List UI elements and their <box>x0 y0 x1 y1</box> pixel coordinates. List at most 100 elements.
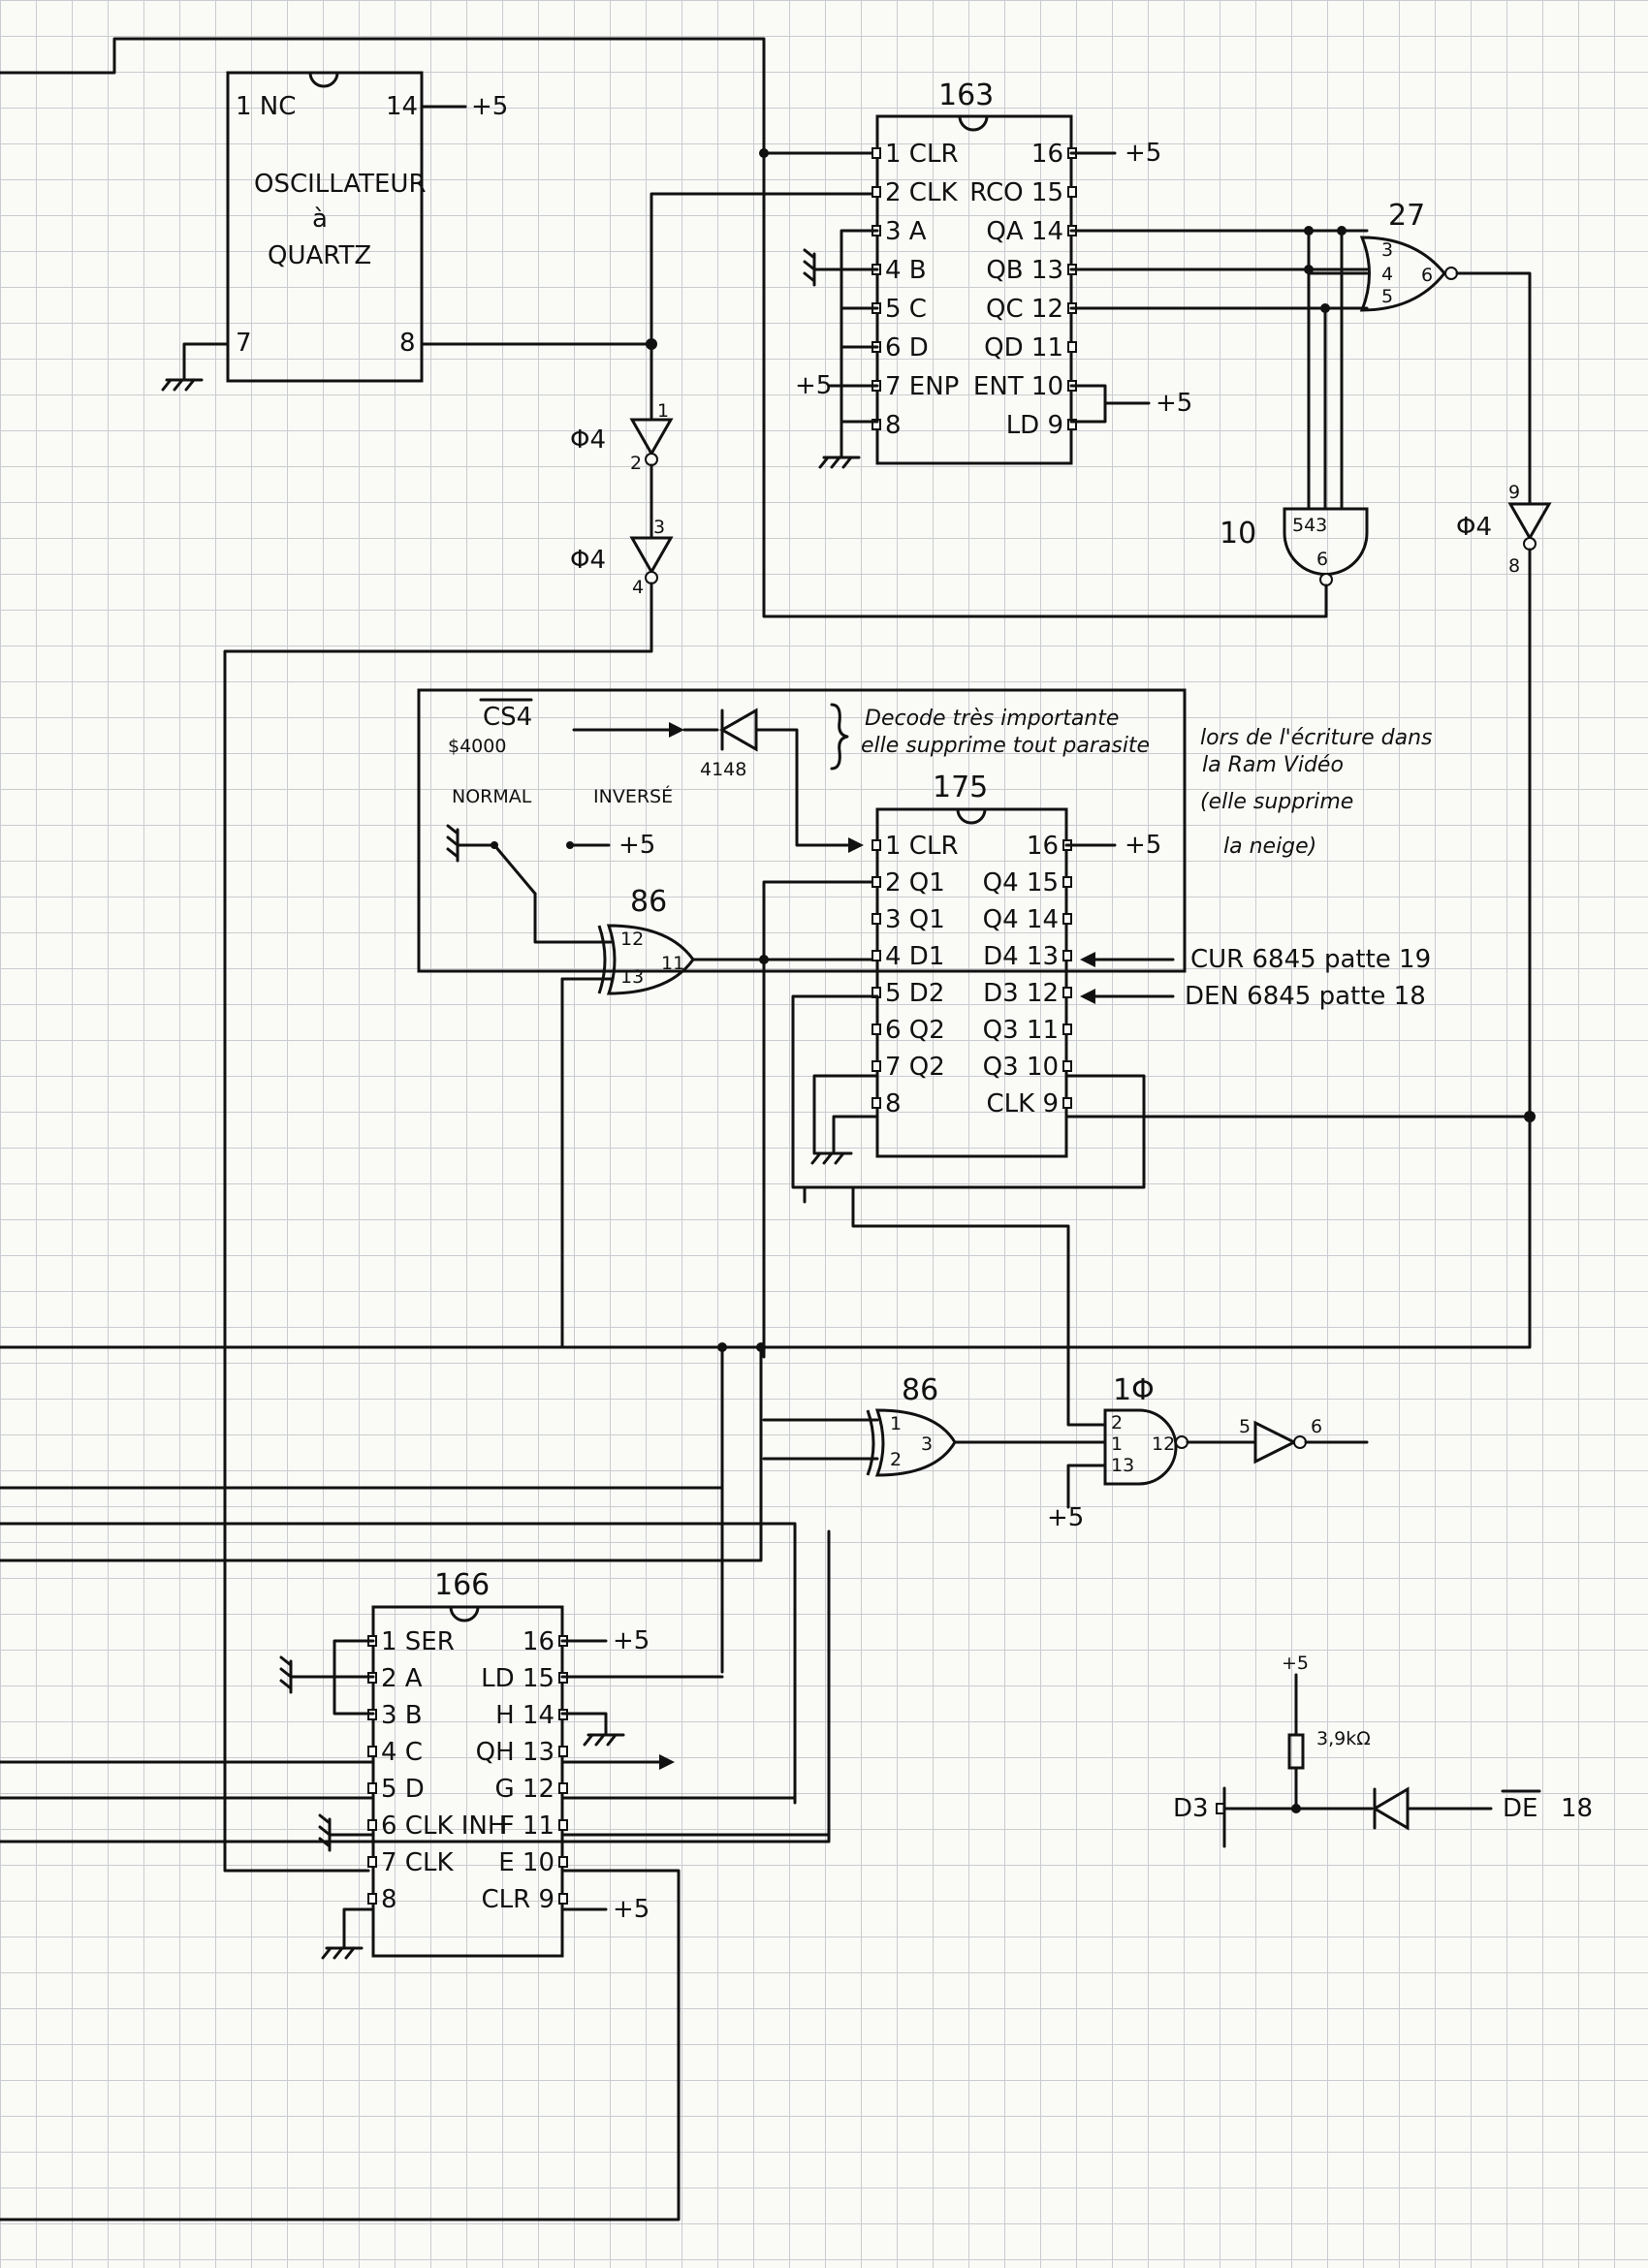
ic163-number: 163 <box>938 79 994 112</box>
ic175-number: 175 <box>933 771 988 804</box>
ic175-den: DEN 6845 patte 18 <box>1185 982 1426 1011</box>
osc-pin8: 8 <box>399 329 416 358</box>
ic166-left-pin-label: 5 D <box>381 1775 425 1804</box>
ic166-right-pin-label: 16 <box>523 1627 555 1656</box>
inv-b-label: Φ4 <box>570 546 606 575</box>
ic166-left-pin-label: 1 SER <box>381 1627 455 1656</box>
ic163-right-pin-label: QB 13 <box>986 256 1063 285</box>
ic175-left-pin-label: 8 <box>885 1089 902 1118</box>
de-vcc: +5 <box>1282 1653 1309 1674</box>
xor86-top-out: 11 <box>661 953 684 974</box>
ic166-right-pin-label: H 14 <box>495 1701 555 1730</box>
ic175-right-pin-label: Q4 14 <box>983 905 1059 934</box>
ic166-right-pin-label: LD 15 <box>481 1664 555 1693</box>
ic175-right-pin-label: Q3 10 <box>983 1053 1059 1082</box>
inv-a-out: 2 <box>630 453 642 474</box>
ic175-cur: CUR 6845 patte 19 <box>1190 945 1431 974</box>
ic175-left-pin-stub <box>872 876 881 888</box>
ic163-right-pin-label: RCO 15 <box>969 178 1063 207</box>
ic163-right-pin-stub <box>1067 186 1077 198</box>
xor86-top-in1: 12 <box>620 929 644 950</box>
ic175-right-pin-label: D4 13 <box>983 942 1059 971</box>
ic175-left-pin-label: 7 Q2 <box>885 1053 945 1082</box>
ic166-left-pin-stub <box>367 1782 377 1794</box>
gate27-pin4: 4 <box>1381 264 1393 285</box>
ic163-enp-vcc: +5 <box>795 371 832 400</box>
nand10-p1: 1 <box>1111 1433 1123 1455</box>
cs-note-4: la Ram Vidéo <box>1202 753 1344 777</box>
inv-a-label: Φ4 <box>570 425 606 455</box>
ground-icon <box>318 1813 332 1852</box>
ic175-left-pin-label: 6 Q2 <box>885 1016 945 1045</box>
ic166-left-pin-label: 3 B <box>381 1701 423 1730</box>
ic166-right-pin-label: QH 13 <box>476 1738 555 1767</box>
ic166-right-pin-stub <box>558 1893 568 1905</box>
inv-c-label: Φ4 <box>1456 513 1492 542</box>
ic175-right-pin-stub <box>1062 876 1072 888</box>
ic166-right-pin-stub <box>558 1856 568 1868</box>
de-circuit: +5 3,9kΩ D3 DE 18 <box>1173 1653 1593 1848</box>
inv-c-in: 9 <box>1508 482 1520 503</box>
ic175-left-pin-label: 5 D2 <box>885 979 944 1008</box>
inv-d-out: 6 <box>1311 1416 1322 1437</box>
nand10-p13: 13 <box>1111 1455 1134 1476</box>
ic163-right-pin-label: ENT 10 <box>973 372 1063 401</box>
ground-icon <box>161 378 204 392</box>
osc-pin14: 14 <box>386 92 418 121</box>
cs-note-3: lors de l'écriture dans <box>1200 726 1433 750</box>
ground-icon <box>321 1946 364 1960</box>
ground-icon <box>583 1733 625 1747</box>
diode-4148 <box>718 708 758 752</box>
xor-86-bottom: 86 1 2 3 <box>866 1373 957 1477</box>
inverter-b: Φ4 3 4 <box>570 517 674 598</box>
ground-icon <box>810 1151 853 1165</box>
inverse-video-switch[interactable]: NORMAL INVERSÉ +5 <box>446 785 673 944</box>
ic175-left-pin-label: 4 D1 <box>885 942 944 971</box>
inv-b-in: 3 <box>653 517 665 538</box>
ic175-right-pin-label: Q4 15 <box>983 868 1059 898</box>
ic166-right-pin-stub <box>558 1819 568 1831</box>
ic175-right-pin-label: Q3 11 <box>983 1016 1059 1045</box>
de-d3: D3 <box>1173 1794 1209 1823</box>
resistor-label: 3,9kΩ <box>1316 1728 1371 1749</box>
ic163-left-pin-label: 4 B <box>885 256 927 285</box>
inv-a-in: 1 <box>657 400 669 422</box>
ic163-right-pin-stub <box>1067 419 1077 430</box>
osc-pin7: 7 <box>236 329 252 358</box>
osc-title-3: QUARTZ <box>268 241 371 270</box>
ic163-left-pin-label: 2 CLK <box>885 178 958 207</box>
ic166-right-pin-label: F 11 <box>500 1811 555 1841</box>
ic163-left-pin-label: 6 D <box>885 333 929 362</box>
gate10-number: 10 <box>1220 517 1256 551</box>
ic175-right-pin-label: 16 <box>1027 832 1059 861</box>
ic166-right-pin-stub <box>558 1746 568 1757</box>
diode <box>1372 1786 1410 1831</box>
xor86-bot-number: 86 <box>902 1373 938 1407</box>
cs-note-2: elle supprime tout parasite <box>861 734 1150 758</box>
gate27-pin6: 6 <box>1421 265 1433 286</box>
de-pin: 18 <box>1561 1794 1593 1823</box>
ic163-right-pin-label: LD 9 <box>1006 411 1063 440</box>
ic166-vcc9: +5 <box>613 1895 650 1924</box>
ic175-left-pin-label: 2 Q1 <box>885 868 945 898</box>
osc-title-1: OSCILLATEUR <box>254 170 427 199</box>
ic166-left-pin-label: 6 CLK INH <box>381 1811 506 1841</box>
ic163-right-pin-label: QD 11 <box>984 333 1063 362</box>
ic163-right-pin-stub <box>1067 341 1077 353</box>
nand10-p12: 12 <box>1152 1433 1175 1455</box>
ic175-left-pin-stub <box>872 1097 881 1109</box>
gate27-number: 27 <box>1388 199 1425 233</box>
ground-icon <box>818 456 861 469</box>
ic166-left-pin-label: 2 A <box>381 1664 423 1693</box>
ic166-right-pin-label: CLR 9 <box>481 1885 555 1914</box>
inv-b-out: 4 <box>632 577 644 598</box>
ic166-left-pin-stub <box>367 1819 377 1831</box>
switch-inverse-label: INVERSÉ <box>593 785 673 807</box>
gate10-out: 6 <box>1316 549 1328 570</box>
xor86-bot-in1: 1 <box>890 1413 902 1434</box>
xor86-top-number: 86 <box>630 885 667 919</box>
ic163-left-pin-label: 5 C <box>885 295 927 324</box>
ic175-left-pin-stub <box>872 1060 881 1072</box>
nand10-bot-number: 1Φ <box>1113 1373 1155 1407</box>
